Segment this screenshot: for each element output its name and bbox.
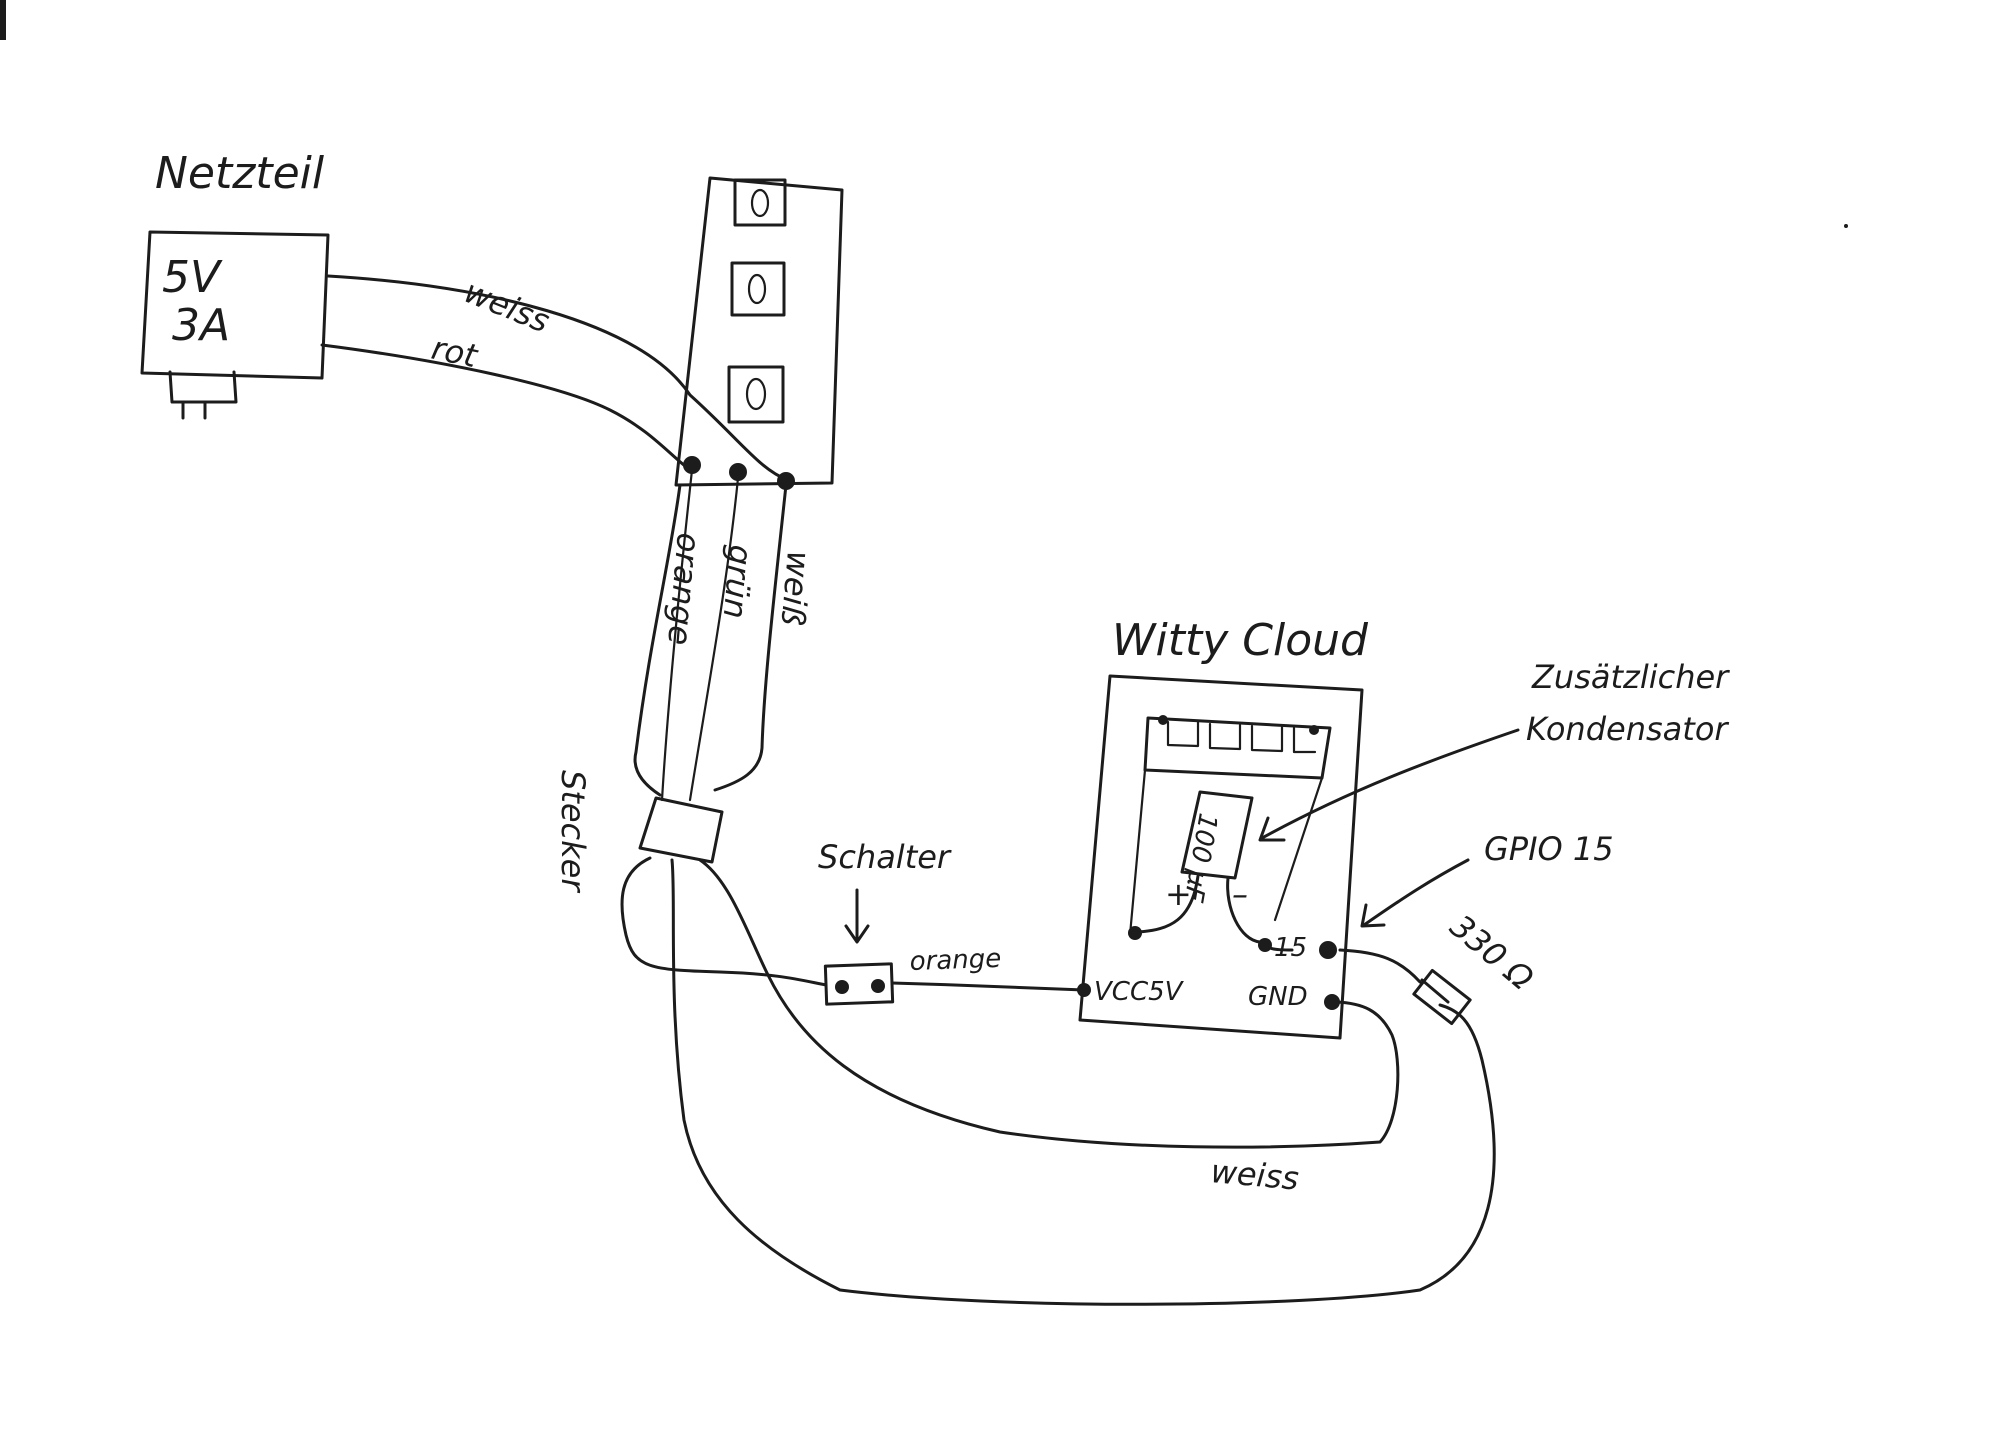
- wire-orange: [660, 468, 694, 802]
- power-supply-prongs: [181, 400, 207, 420]
- strip-cable: orange grün weiß: [633, 468, 818, 802]
- gpio-label: GPIO 15: [1484, 830, 1614, 868]
- wire-to-switch: [620, 856, 828, 987]
- wire-label-orange: orange: [660, 531, 708, 647]
- extra-cap-arrow-line: [1260, 728, 1520, 840]
- pin-15-label: 15: [1274, 933, 1307, 963]
- strip-cable-right-edge: [713, 483, 788, 792]
- resistor-label: 330 Ω: [1443, 907, 1541, 998]
- capacitor-plus-pad: [1128, 926, 1142, 940]
- gnd-label: GND: [1248, 982, 1308, 1012]
- power-supply-current: 3A: [172, 300, 230, 351]
- gpio-arrow-line: [1362, 858, 1470, 927]
- antenna-dot-left: [1158, 715, 1168, 725]
- supply-wire-top: [326, 274, 790, 482]
- witty-cloud-board: Witty Cloud 100 µF + – 15 VCC5V GND: [1077, 615, 1369, 1040]
- wire-gnd-return: [698, 858, 1400, 1149]
- wire-label-green: grün: [716, 543, 760, 620]
- module-edges: [1128, 768, 1324, 937]
- vcc-label: VCC5V: [1094, 977, 1185, 1007]
- extra-cap-line1: Zusätzlicher: [1531, 658, 1730, 696]
- connector-label: Stecker: [554, 770, 592, 893]
- wire-data-loop: [670, 858, 1496, 1306]
- strip-cable-left-edge: [633, 483, 682, 797]
- pin-15-pad: [1258, 938, 1272, 952]
- strip-solder-pad-1: [683, 456, 701, 474]
- capacitor-leads: [1136, 874, 1294, 952]
- resistor-body: [1412, 968, 1472, 1026]
- switch-label: Schalter: [818, 838, 952, 876]
- power-supply-title: Netzteil: [155, 148, 325, 199]
- connector-body: [638, 796, 724, 864]
- led-3: [727, 365, 785, 424]
- return-wire-label: weiss: [1209, 1152, 1300, 1198]
- capacitor-body: [1180, 790, 1254, 880]
- led-2: [730, 261, 786, 317]
- antenna-dot-right: [1309, 725, 1319, 735]
- gnd-pin: [1324, 994, 1340, 1010]
- antenna-trace: [1166, 720, 1317, 754]
- wire-green: [688, 476, 740, 802]
- vcc-pin: [1077, 983, 1091, 997]
- strip-solder-pad-2: [729, 463, 747, 481]
- paper-speck: [1844, 224, 1848, 228]
- led-strip-outline: [674, 176, 844, 487]
- scan-mark: [0, 0, 6, 40]
- switch-wire-label: orange: [909, 944, 1002, 977]
- board-outline: [1078, 674, 1364, 1040]
- strip-solder-pad-3: [777, 472, 795, 490]
- capacitor-minus: –: [1232, 875, 1248, 913]
- wire-label-white: weiß: [774, 549, 818, 627]
- wire-gpio-to-resistor: [1338, 948, 1422, 984]
- gpio-note: GPIO 15: [1360, 830, 1614, 928]
- led-1: [733, 178, 787, 227]
- power-supply: Netzteil 5V 3A: [140, 148, 330, 420]
- extra-capacitor-note: Zusätzlicher Kondensator: [1258, 658, 1730, 842]
- wire-switch-to-vcc: [890, 981, 1086, 992]
- switch: Schalter orange: [818, 838, 1086, 1006]
- supply-cable: weiss rot: [320, 272, 790, 482]
- extra-cap-line2: Kondensator: [1526, 710, 1729, 748]
- resistor-lead: [1420, 978, 1450, 1004]
- board-title: Witty Cloud: [1112, 615, 1369, 666]
- switch-terminal-1: [835, 980, 849, 994]
- switch-arrow: [844, 888, 870, 944]
- power-supply-box: [140, 230, 330, 380]
- power-supply-voltage: 5V: [162, 252, 223, 303]
- connector: Stecker: [554, 770, 724, 893]
- led-strip: [674, 176, 844, 490]
- connector-wires: weiss: [620, 856, 1496, 1306]
- extra-cap-arrow-head: [1258, 816, 1286, 842]
- supply-wire-top-label: weiss: [459, 272, 555, 340]
- supply-wire-bottom-label: rot: [428, 329, 482, 376]
- gpio-arrow-head: [1360, 903, 1386, 928]
- gpio15-pin: [1319, 941, 1337, 959]
- switch-terminal-2: [871, 979, 885, 993]
- supply-wire-bottom: [320, 343, 692, 472]
